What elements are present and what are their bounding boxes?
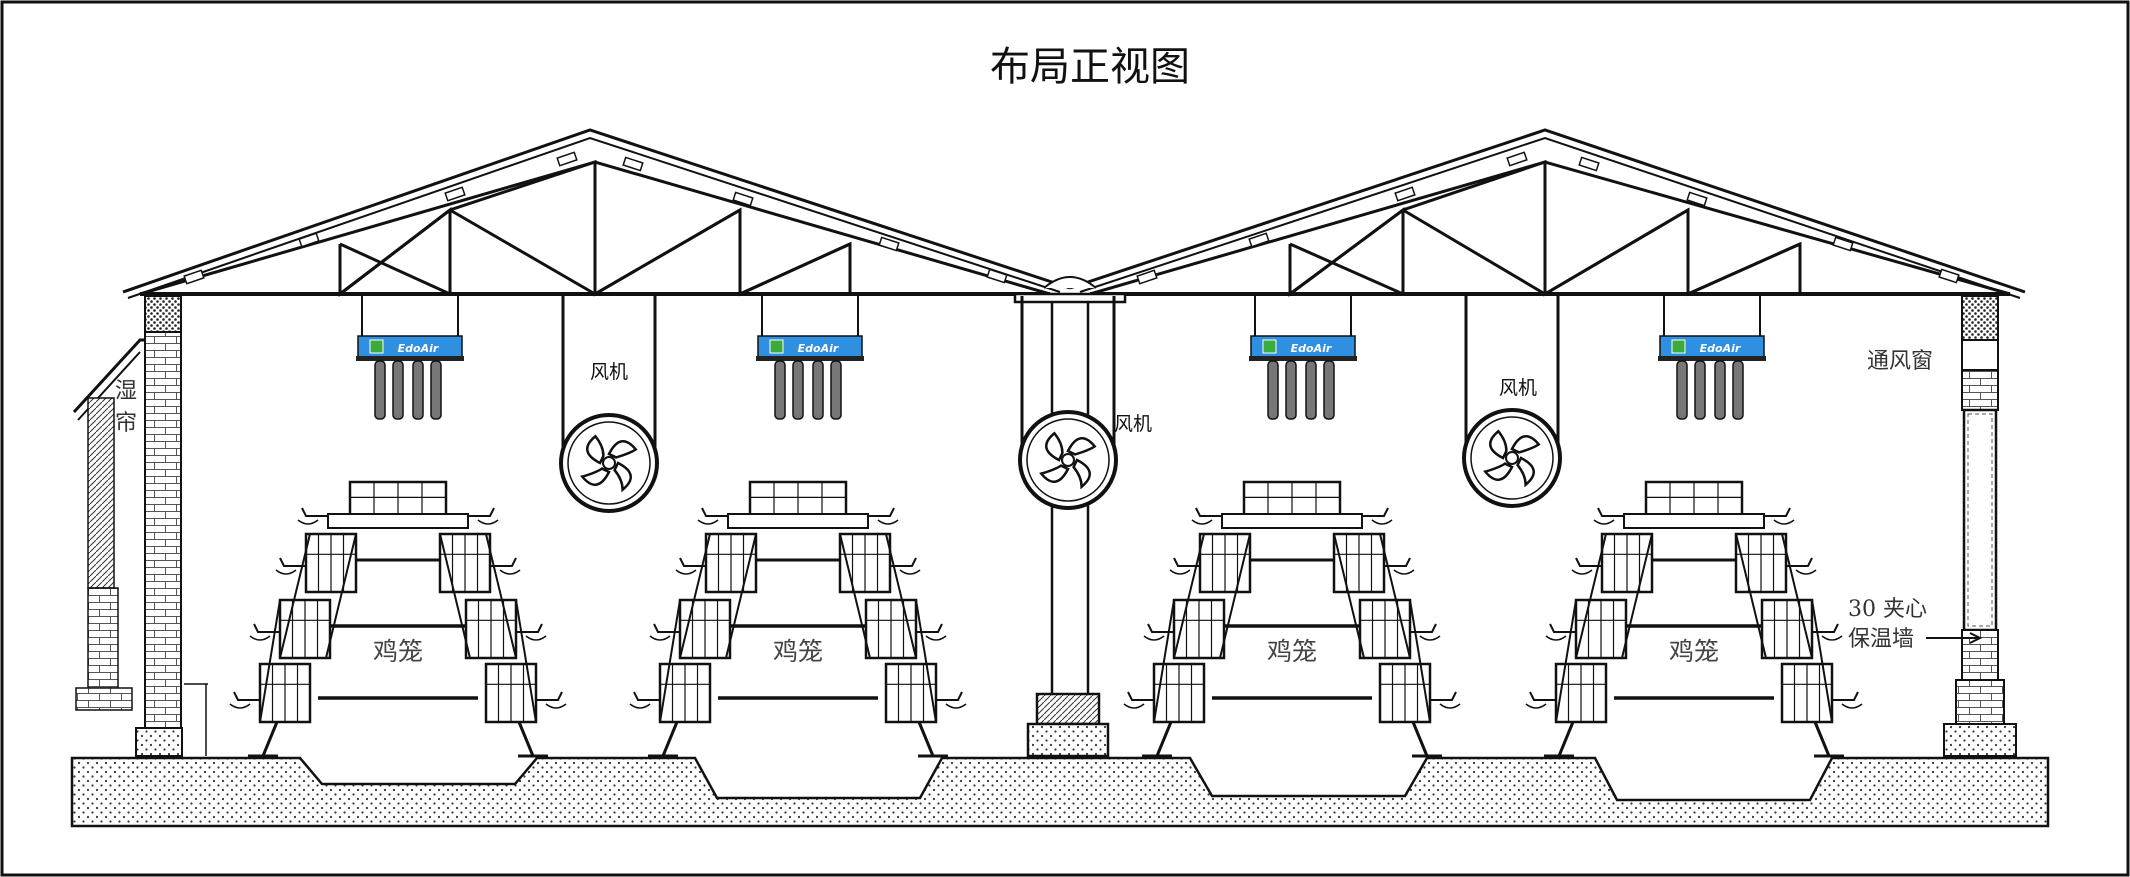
air-cooler-4: EdoAir	[1658, 296, 1766, 420]
chicken-cage-3: 鸡笼	[1123, 480, 1461, 758]
cooler-brand-text: EdoAir	[398, 342, 439, 355]
ceiling-fan-1	[559, 296, 659, 513]
cooler-logo-icon	[769, 339, 784, 354]
cooler-pipe	[1676, 360, 1688, 420]
chicken-cage-2: 鸡笼	[629, 480, 967, 758]
cooler-brand-text: EdoAir	[798, 342, 839, 355]
cooler-pipe	[812, 360, 824, 420]
ceiling-fans	[559, 296, 1562, 513]
cooler-pipe	[430, 360, 442, 420]
insulated-wall-label-line2: 保温墙	[1848, 627, 1914, 652]
air-coolers: EdoAir EdoAir EdoAir EdoAir	[356, 296, 1766, 420]
fan-hub	[1061, 453, 1075, 467]
cooler-pipe	[1285, 360, 1297, 420]
wet-curtain-label-line2: 帘	[115, 411, 137, 436]
cooler-pipe	[792, 360, 804, 420]
cooler-brand-text: EdoAir	[1700, 342, 1741, 355]
air-cooler-3: EdoAir	[1249, 296, 1357, 420]
insulated-wall-arrow	[1926, 632, 1983, 644]
cage-label-3: 鸡笼	[1267, 637, 1317, 666]
left-wall	[72, 295, 208, 757]
cooler-pipe	[392, 360, 404, 420]
cooler-pipe	[412, 360, 424, 420]
cooler-pipe	[1305, 360, 1317, 420]
vent-window-label: 通风窗	[1867, 349, 1933, 374]
cooler-brand-text: EdoAir	[1291, 342, 1332, 355]
roof-skylights	[183, 151, 1960, 285]
cage-label-2: 鸡笼	[773, 637, 823, 666]
cooler-pipe	[1267, 360, 1279, 420]
ceiling-fan-3	[1462, 296, 1562, 508]
cooler-logo-icon	[1671, 339, 1686, 354]
cooler-logo-icon	[1262, 339, 1277, 354]
cooler-pipe	[1323, 360, 1335, 420]
cooler-pipe	[830, 360, 842, 420]
cage-label-4: 鸡笼	[1669, 637, 1719, 666]
chicken-cages: 鸡笼 鸡笼 鸡笼 鸡笼	[229, 480, 1863, 758]
center-column	[1013, 292, 1127, 758]
cooler-pipe	[1732, 360, 1744, 420]
wet-curtain-label: 湿 帘	[115, 379, 137, 436]
roof-truss-right	[1069, 128, 2026, 299]
fan-label-1: 风机	[590, 361, 628, 383]
chicken-cage-1: 鸡笼	[229, 480, 567, 758]
cooler-pipe	[1714, 360, 1726, 420]
insulated-wall-label-line1: 30 夹心	[1848, 597, 1927, 622]
fan-label-2: 风机	[1114, 413, 1152, 435]
floor-slab	[70, 756, 2050, 828]
ceiling-fan-2	[1018, 296, 1118, 510]
chicken-cage-4: 鸡笼	[1525, 480, 1863, 758]
cooler-pipe	[1694, 360, 1706, 420]
fan-hub	[602, 456, 616, 470]
roof-truss-left	[122, 128, 1071, 299]
fan-label-3: 风机	[1499, 377, 1537, 399]
air-cooler-2: EdoAir	[756, 296, 864, 420]
cooler-pipe	[774, 360, 786, 420]
wet-curtain-label-line1: 湿	[115, 379, 137, 404]
cage-label-1: 鸡笼	[373, 637, 423, 666]
right-wall	[1943, 295, 2017, 757]
cooler-pipe	[374, 360, 386, 420]
air-cooler-1: EdoAir	[356, 296, 464, 420]
diagram-title: 布局正视图	[990, 44, 1190, 90]
valley-cap	[1043, 276, 1097, 289]
fan-hub	[1505, 451, 1519, 465]
cooler-logo-icon	[369, 339, 384, 354]
